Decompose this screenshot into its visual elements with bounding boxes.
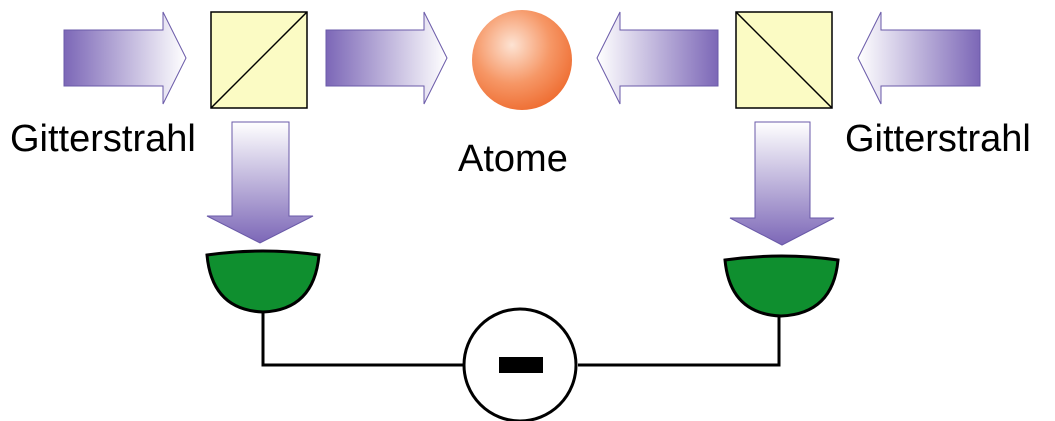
right-signal-wire	[578, 316, 781, 367]
left-beamsplitter	[210, 11, 308, 109]
subtractor	[462, 307, 578, 421]
left-detector-beam-arrow	[206, 121, 314, 244]
left-incoming-beam-arrow	[63, 11, 187, 105]
right-beam-label: Gitterstrahl	[845, 118, 1031, 160]
left-signal-wire	[261, 312, 463, 367]
right-incoming-beam-arrow	[857, 11, 981, 105]
atom-cloud	[472, 10, 572, 110]
atoms-label: Atome	[458, 138, 568, 180]
right-detector	[723, 254, 840, 318]
right-beamsplitter	[735, 11, 833, 109]
left-detector	[205, 249, 321, 314]
right-detector-beam-arrow	[729, 121, 835, 246]
left-beam-label: Gitterstrahl	[10, 118, 196, 160]
left-to-atoms-beam-arrow	[325, 11, 448, 105]
right-to-atoms-beam-arrow	[596, 11, 719, 105]
minus-icon	[499, 357, 543, 373]
